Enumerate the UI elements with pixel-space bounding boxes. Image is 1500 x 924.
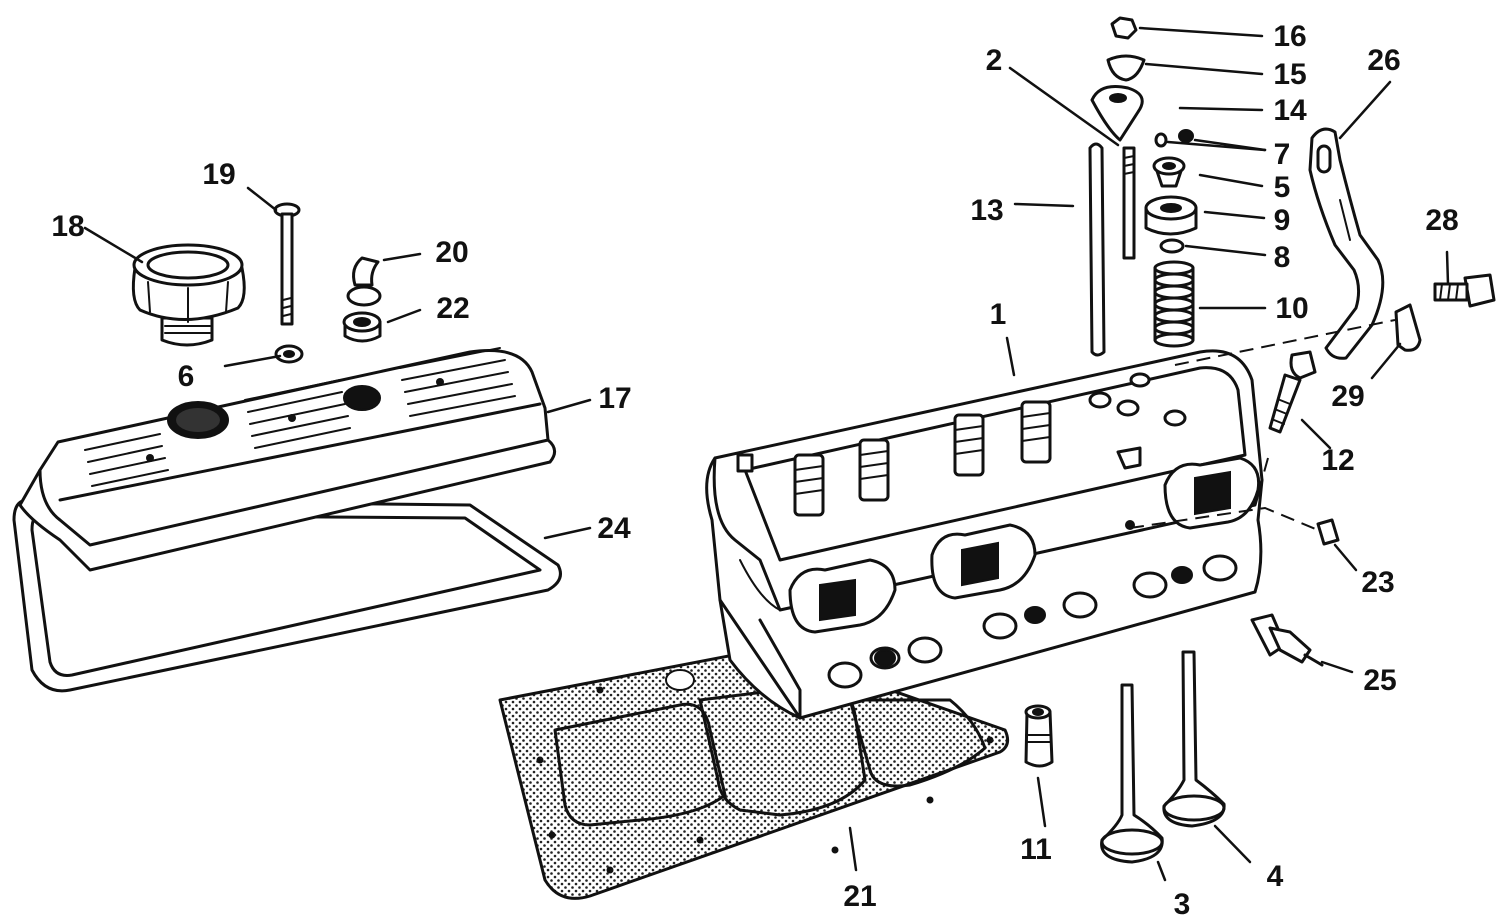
label-part-29: 29 bbox=[1331, 380, 1364, 413]
oil-filler-cap bbox=[131, 243, 246, 347]
label-part-5: 5 bbox=[1274, 171, 1291, 204]
washer bbox=[274, 344, 304, 364]
grommet bbox=[342, 311, 382, 343]
label-part-19: 19 bbox=[202, 158, 235, 191]
label-part-17: 17 bbox=[598, 382, 631, 415]
valve-spring bbox=[1153, 260, 1195, 352]
label-part-11: 11 bbox=[1020, 833, 1052, 866]
label-part-13: 13 bbox=[970, 194, 1003, 227]
elbow-fitting bbox=[346, 256, 382, 307]
cover-bolt bbox=[273, 202, 301, 326]
label-part-15: 15 bbox=[1273, 58, 1306, 91]
label-part-21: 21 bbox=[843, 880, 876, 913]
spring-retainer bbox=[1152, 156, 1186, 188]
leader-lines bbox=[83, 26, 1450, 882]
valve-lifter bbox=[1024, 704, 1054, 768]
label-part-12: 12 bbox=[1321, 444, 1354, 477]
label-part-22: 22 bbox=[436, 292, 469, 325]
label-part-6: 6 bbox=[178, 360, 195, 393]
label-part-9: 9 bbox=[1274, 204, 1291, 237]
o-ring-seal bbox=[1159, 238, 1185, 254]
part-number-labels: 1 2 3 4 5 6 7 8 9 10 11 12 13 14 15 16 1… bbox=[51, 20, 1458, 921]
label-part-16: 16 bbox=[1273, 20, 1306, 53]
lifting-bracket bbox=[1308, 127, 1385, 360]
alignment-lines bbox=[1129, 319, 1396, 531]
label-part-14: 14 bbox=[1273, 94, 1307, 127]
label-part-25: 25 bbox=[1363, 664, 1396, 697]
valve-cover bbox=[18, 347, 556, 572]
pushrod bbox=[1088, 142, 1106, 357]
label-part-7: 7 bbox=[1274, 138, 1291, 171]
pipe-plug bbox=[1316, 518, 1340, 546]
label-part-10: 10 bbox=[1275, 292, 1308, 325]
label-part-23: 23 bbox=[1361, 566, 1394, 599]
label-part-24: 24 bbox=[597, 512, 631, 545]
label-part-4: 4 bbox=[1267, 860, 1284, 893]
bracket-bolt bbox=[1433, 273, 1496, 308]
label-part-18: 18 bbox=[51, 210, 84, 243]
head-gasket bbox=[498, 646, 1010, 900]
label-part-26: 26 bbox=[1367, 44, 1400, 77]
label-part-8: 8 bbox=[1274, 241, 1291, 274]
intake-valve bbox=[1100, 683, 1164, 864]
temperature-sender bbox=[1250, 613, 1324, 667]
bracket-clip bbox=[1394, 303, 1422, 352]
rocker-nut bbox=[1110, 16, 1138, 40]
cylinder-head bbox=[705, 349, 1264, 720]
head-bolt bbox=[1268, 350, 1317, 434]
rocker-arm bbox=[1090, 85, 1144, 142]
valve-keepers bbox=[1154, 129, 1194, 148]
label-part-3: 3 bbox=[1174, 888, 1191, 921]
pivot-ball bbox=[1106, 54, 1146, 82]
rocker-stud bbox=[1122, 146, 1136, 260]
label-part-2: 2 bbox=[986, 44, 1003, 77]
exhaust-valve bbox=[1162, 650, 1226, 828]
label-part-1: 1 bbox=[990, 298, 1007, 331]
label-part-20: 20 bbox=[435, 236, 468, 269]
oil-shield bbox=[1144, 195, 1198, 236]
label-part-28: 28 bbox=[1425, 204, 1458, 237]
